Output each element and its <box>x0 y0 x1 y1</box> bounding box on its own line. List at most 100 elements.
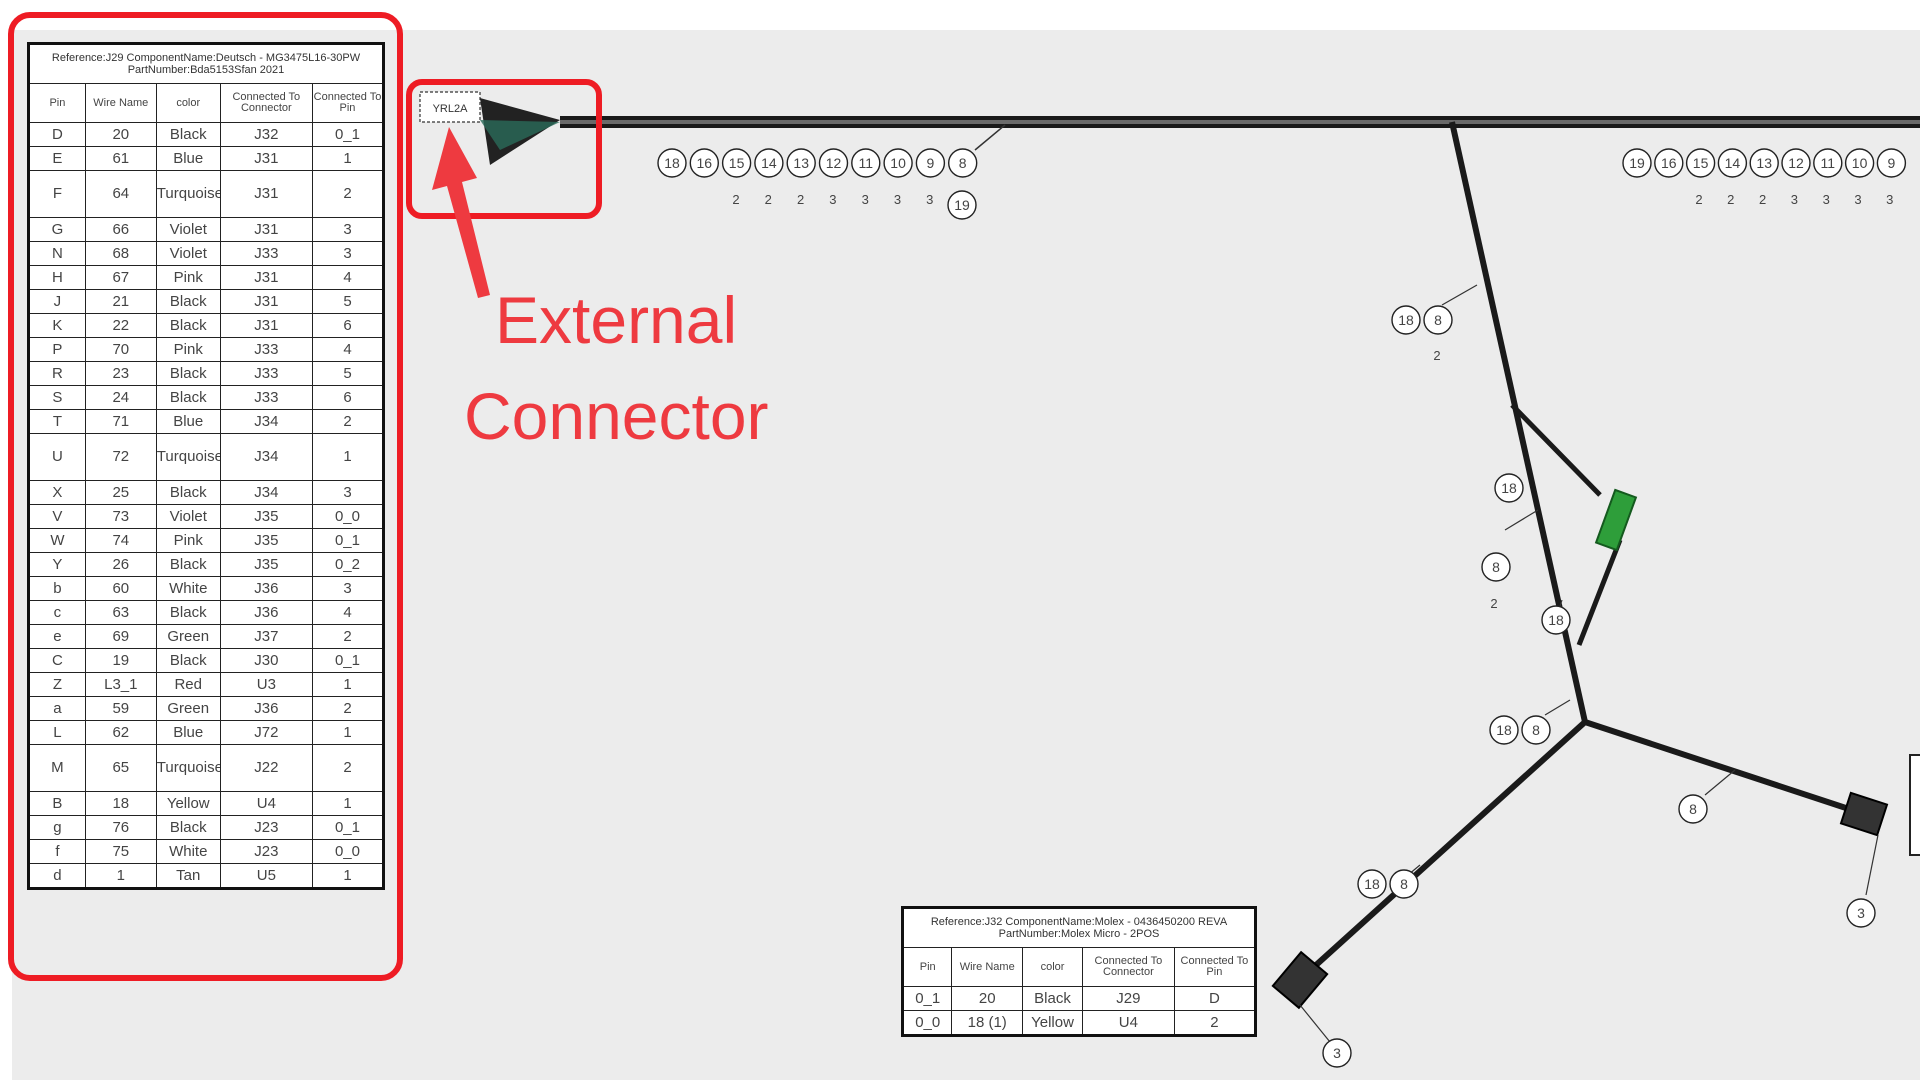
balloon-label-circle <box>915 148 946 178</box>
table-cell: 5 <box>311 289 385 314</box>
table-cell: Z <box>28 672 86 697</box>
table-cell: 2 <box>1173 1010 1257 1036</box>
leader-g <box>1299 1004 1331 1043</box>
leader-d <box>1704 769 1736 796</box>
highlight-box-table <box>8 12 403 981</box>
balloon-label: 16 <box>697 155 713 171</box>
table-cell: 62 <box>84 720 157 745</box>
connector-tag: YRL2A <box>433 103 469 115</box>
table-cell: U4 <box>1082 1010 1175 1036</box>
table-cell: J31 <box>219 265 313 290</box>
external-connector[interactable]: YRL2A <box>419 91 560 165</box>
balloon-label: 8 <box>1400 876 1408 892</box>
highlight-box-connector <box>406 79 602 219</box>
leader-a <box>1441 284 1478 306</box>
column-header: Wire Name <box>951 947 1023 987</box>
table-cell: J31 <box>219 313 313 338</box>
balloon-label: 11 <box>1821 155 1836 171</box>
table-cell: Tan <box>155 863 221 889</box>
table-cell: Black <box>155 385 221 410</box>
balloon-qty: 3 <box>1823 192 1830 207</box>
table-cell: J29 <box>1082 986 1175 1011</box>
table-cell: L3_1 <box>84 672 157 697</box>
balloon-label: 18 <box>664 155 680 171</box>
column-header: Connected To Connector <box>219 83 313 123</box>
balloon-label: 14 <box>761 155 777 171</box>
table-cell: 23 <box>84 361 157 386</box>
table-cell: 1 <box>311 146 385 171</box>
right-branch-wire <box>1584 719 1853 813</box>
table-cell: U <box>28 433 86 481</box>
column-header: Pin <box>28 83 86 123</box>
table-cell: J35 <box>219 504 313 529</box>
table-cell: Black <box>155 815 221 840</box>
table-cell: 0_1 <box>311 815 385 840</box>
table-cell: Violet <box>155 241 221 266</box>
table-cell: 1 <box>311 791 385 816</box>
callout-label-line1: External <box>495 283 738 357</box>
balloon-label: 16 <box>1661 155 1677 171</box>
green-connector[interactable] <box>1594 488 1638 552</box>
balloon-label-circle <box>1494 473 1524 503</box>
table-cell: 1 <box>311 863 385 889</box>
balloon-label: 13 <box>1756 155 1772 171</box>
balloon-label: 8 <box>959 155 967 171</box>
balloon-label: 18 <box>1501 480 1517 496</box>
right-connector[interactable] <box>1839 791 1889 837</box>
table-cell: White <box>155 839 221 864</box>
balloon-qty: 2 <box>1490 596 1497 611</box>
balloon-qty: 3 <box>1886 192 1893 207</box>
table-cell: J33 <box>219 361 313 386</box>
right-connector-body <box>1839 791 1889 837</box>
table-cell: c <box>28 600 86 625</box>
table-cell: 18 (1) <box>951 1010 1023 1036</box>
balloon-label: 3 <box>1333 1045 1341 1061</box>
table-cell: Yellow <box>1022 1010 1083 1036</box>
balloon-label-circle <box>1781 148 1811 178</box>
table-cell: 4 <box>311 265 385 290</box>
leader-e <box>1865 834 1879 896</box>
column-header: color <box>1022 947 1083 987</box>
table-cell: J32 <box>219 122 313 147</box>
table-cell: J30 <box>219 648 313 673</box>
green-connector-body <box>1594 488 1638 552</box>
table-cell: 1 <box>311 720 385 745</box>
balloon-label-circle <box>1423 305 1453 335</box>
balloon-label: 19 <box>1629 155 1645 171</box>
table-cell: f <box>28 839 86 864</box>
j29-pinout-table: Reference:J29 ComponentName:Deutsch - MG… <box>27 42 385 890</box>
table-cell: D <box>28 122 86 147</box>
balloon-label-circle <box>1481 552 1511 582</box>
table-reference: Reference:J32 ComponentName:Molex - 0436… <box>902 907 1256 948</box>
table-cell: Blue <box>155 720 221 745</box>
balloon-label-circle <box>1357 869 1387 899</box>
table-cell: 63 <box>84 600 157 625</box>
balloon-label-circle <box>754 148 784 178</box>
balloon-label-circle <box>1876 148 1907 178</box>
lower-connector[interactable] <box>1271 950 1329 1010</box>
table-cell: a <box>28 696 86 721</box>
balloon-label-circle <box>721 148 752 178</box>
leader-c <box>1544 699 1571 716</box>
balloon-label: 18 <box>1364 876 1380 892</box>
balloon-label-circle <box>657 148 687 178</box>
balloon-label: 19 <box>954 197 970 213</box>
table-cell: 22 <box>84 313 157 338</box>
table-cell: Turquoise <box>155 170 221 218</box>
balloon-label: 8 <box>1434 312 1442 328</box>
balloon-label: 8 <box>1532 722 1540 738</box>
balloon-qty: 3 <box>829 192 836 207</box>
connector-shade <box>480 120 560 150</box>
